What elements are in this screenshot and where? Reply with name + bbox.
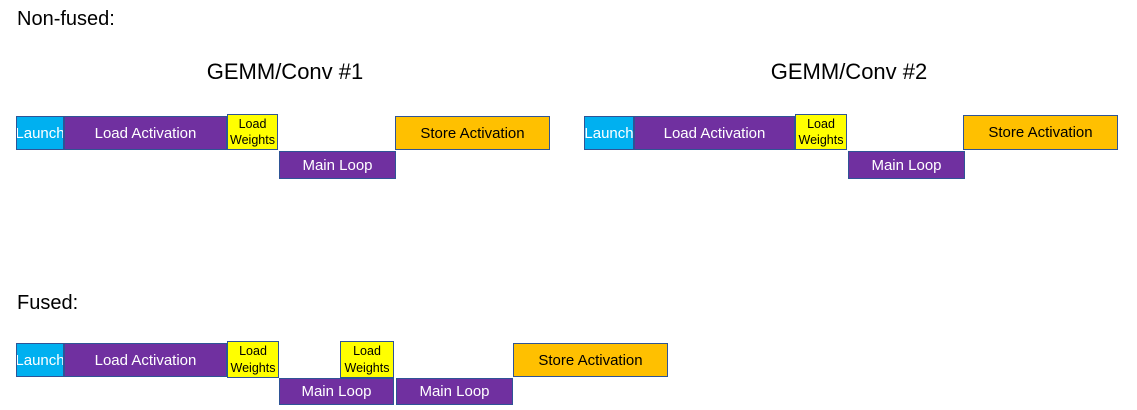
block-label: Main Loop (871, 156, 942, 174)
block-label: Launch (584, 124, 634, 142)
block-launch: Launch (16, 343, 64, 377)
block-launch: Launch (16, 116, 64, 150)
block-label: Store Activation (988, 124, 1093, 141)
block-label: Main Loop (419, 383, 490, 400)
fused-section-label: Fused: (17, 292, 79, 314)
block-main-loop: Main Loop (279, 151, 396, 179)
block-main-loop: Main Loop (396, 378, 513, 405)
block-store-activation: Store Activation (395, 116, 550, 150)
block-label: Load Activation (94, 124, 197, 142)
block-load-activation: Load Activation (634, 116, 795, 150)
non-fused-section-label: Non-fused: (17, 8, 115, 30)
block-label: Load Weights (230, 344, 276, 375)
block-label: Main Loop (301, 383, 372, 400)
block-load-weights: Load Weights (227, 114, 278, 150)
block-load-weights: Load Weights (227, 341, 279, 378)
block-label: Load Weights (230, 116, 275, 147)
block-label: Launch (16, 351, 64, 369)
block-label: Load Weights (344, 344, 390, 375)
block-load-weights: Load Weights (795, 114, 847, 150)
block-label: Load Weights (798, 116, 844, 147)
block-load-weights: Load Weights (340, 341, 394, 378)
block-store-activation: Store Activation (513, 343, 668, 377)
block-load-activation: Load Activation (64, 116, 227, 150)
block-load-activation: Load Activation (64, 343, 227, 377)
block-label: Store Activation (538, 351, 643, 369)
block-main-loop: Main Loop (279, 378, 394, 405)
gemm-conv-2-header: GEMM/Conv #2 (770, 59, 928, 84)
block-main-loop: Main Loop (848, 151, 965, 179)
block-store-activation: Store Activation (963, 115, 1118, 150)
block-label: Main Loop (302, 156, 373, 174)
block-label: Store Activation (420, 124, 525, 142)
gemm-conv-1-header: GEMM/Conv #1 (206, 59, 364, 84)
block-label: Load Activation (94, 351, 197, 369)
block-label: Launch (16, 124, 64, 142)
block-label: Load Activation (663, 124, 766, 142)
block-launch: Launch (584, 116, 634, 150)
